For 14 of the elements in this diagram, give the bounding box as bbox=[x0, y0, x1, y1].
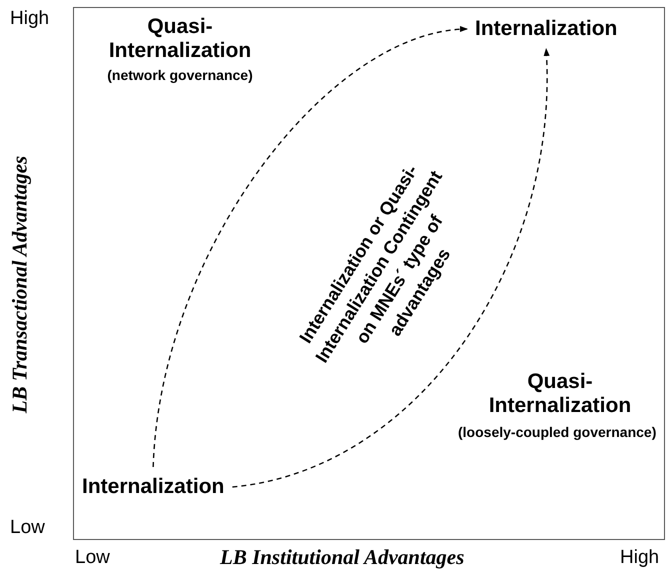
quadrant-label: Internalization bbox=[82, 475, 224, 499]
quadrant-label: Internalization bbox=[475, 17, 618, 41]
quadrant-sublabel: (network governance) bbox=[106, 67, 254, 83]
dashed-arrow bbox=[152, 26, 468, 468]
axis-tick-label: High bbox=[10, 8, 50, 30]
quadrant-label: Quasi-Internalization bbox=[488, 370, 632, 418]
axis-title: LB Institutional Advantages bbox=[220, 545, 464, 570]
quadrant-label: Quasi-Internalization bbox=[108, 15, 252, 63]
axis-tick-label: Low bbox=[10, 517, 45, 539]
dashed-arrow bbox=[232, 48, 550, 488]
quadrant-sublabel: (loosely-coupled governance) bbox=[458, 424, 656, 440]
axis-tick-label: Low bbox=[75, 547, 110, 569]
axis-title: LB Transactional Advantages bbox=[8, 154, 32, 414]
axis-tick-label: High bbox=[620, 547, 660, 569]
